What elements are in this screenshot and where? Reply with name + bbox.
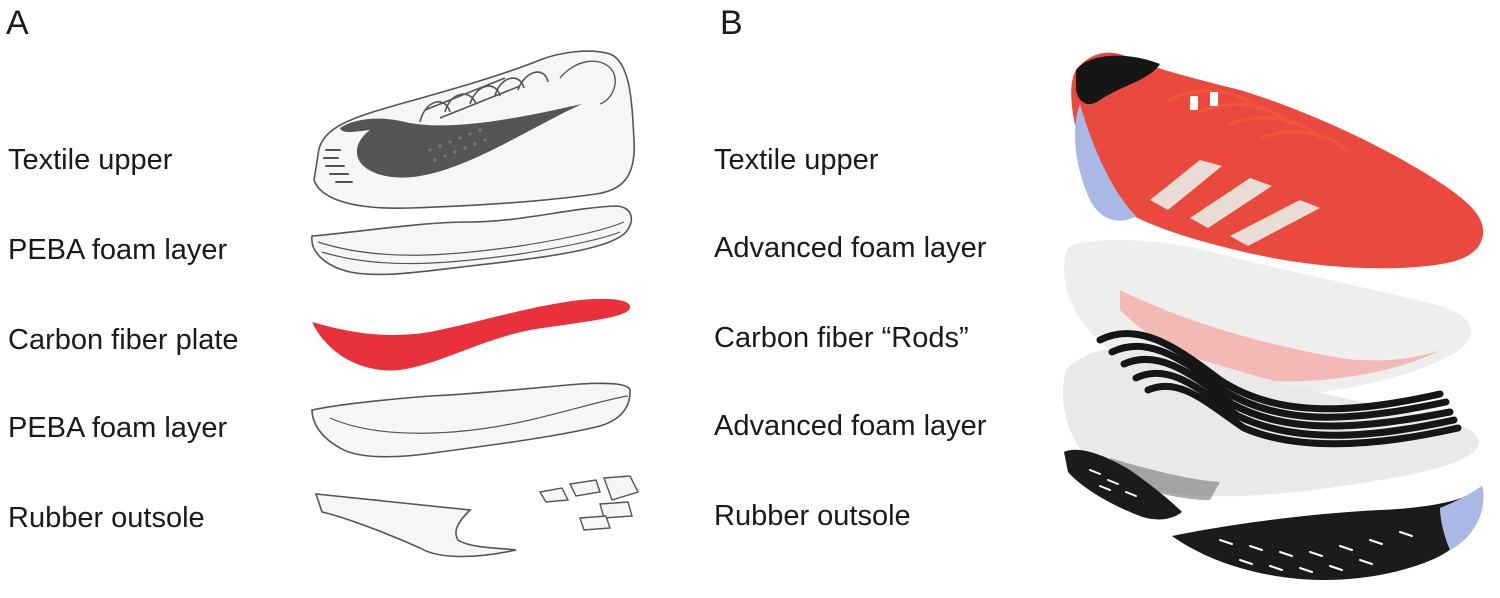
panel-a-peba-foam-top [311,205,633,276]
panel-a-letter: A [6,4,29,42]
panel-b-label-textile-upper: Textile upper [714,144,879,176]
panel-a-textile-upper [313,50,635,210]
panel-a-carbon-fiber-plate [312,298,631,371]
panel-a-label-carbon-plate: Carbon fiber plate [8,324,239,356]
panel-b-carbon-fiber-rods [1096,330,1462,448]
panel-a-rubber-outsole [314,475,639,558]
panel-a-peba-foam-bottom [311,382,631,458]
panel-b-label-carbon-rods: Carbon fiber “Rods” [714,322,969,354]
panel-b-label-advanced-foam-bottom: Advanced foam layer [714,410,987,442]
panel-b-rubber-outsole [1064,449,1484,580]
swoosh-logo [340,104,582,178]
panel-a-label-rubber-outsole: Rubber outsole [8,502,205,534]
panel-b-label-advanced-foam-top: Advanced foam layer [714,232,987,264]
panel-b-textile-upper [1071,52,1484,269]
panel-a-label-peba-foam-bottom: PEBA foam layer [8,412,228,444]
panel-a-label-textile-upper: Textile upper [8,144,173,176]
panel-a-label-peba-foam-top: PEBA foam layer [8,234,228,266]
panel-b-label-rubber-outsole: Rubber outsole [714,500,911,532]
panel-b-letter: B [720,4,743,42]
